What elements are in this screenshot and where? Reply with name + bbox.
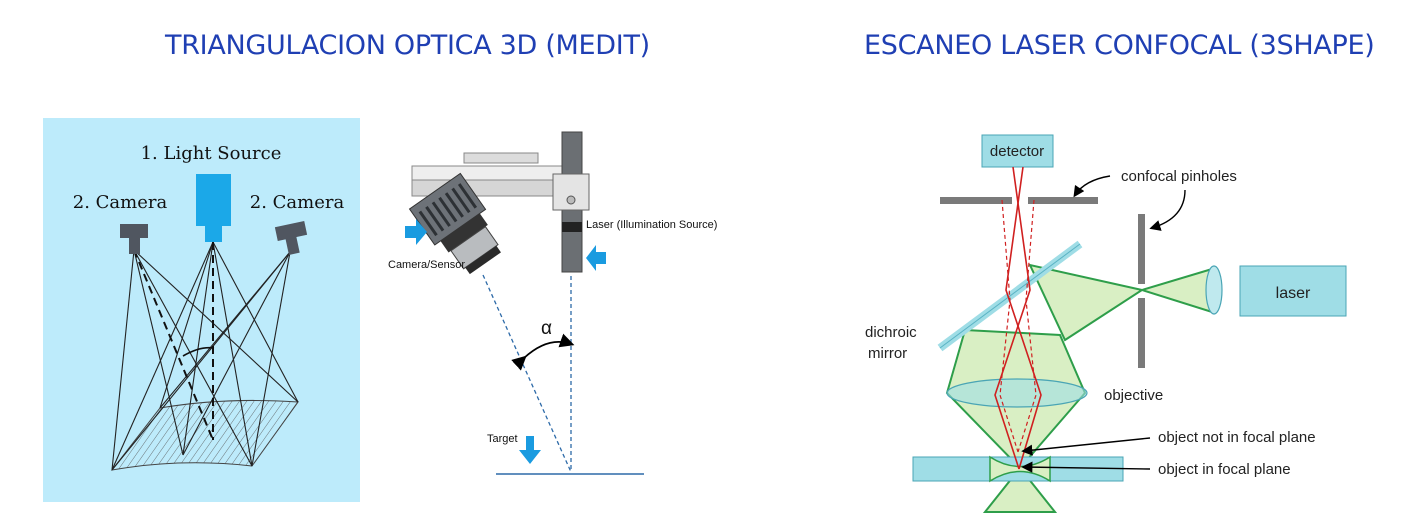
mounting-rail — [411, 152, 563, 197]
light-source-label: 1. Light Source — [141, 143, 282, 164]
camera-right-icon — [274, 221, 308, 255]
camera-arrow-icon — [405, 219, 427, 245]
laser-label: Laser (Illumination Source) — [586, 219, 717, 231]
pinholes-pointer — [1073, 175, 1111, 198]
triangulation-rays — [111, 241, 299, 471]
pinhole-vertical-top — [1138, 214, 1145, 284]
laser-arrow-icon — [586, 245, 606, 271]
sample-focus — [989, 455, 1051, 483]
dichroic-label-1: dichroic — [865, 324, 917, 341]
objective-label: objective — [1104, 387, 1163, 404]
camera-line-of-sight — [482, 274, 572, 473]
not-focal-label: object not in focal plane — [1158, 429, 1316, 446]
laser-box-label: laser — [1276, 285, 1311, 302]
laser-beam-cone-right — [1138, 267, 1213, 314]
triangulation-scene: 1. Light Source 2. Camera 2. Camera — [43, 118, 360, 502]
alpha-arc — [511, 333, 575, 371]
laser-device — [552, 131, 590, 273]
dichroic-mirror-edge — [939, 243, 1081, 349]
target-label: Target — [487, 433, 518, 445]
pinholes-pointer-2 — [1149, 189, 1186, 231]
pinhole-horizontal-right — [1028, 197, 1098, 204]
pinhole-horizontal-left — [940, 197, 1012, 204]
laser-beam-cone-left — [1028, 263, 1145, 342]
angle-arc — [182, 346, 215, 357]
camera-right-label: 2. Camera — [250, 192, 345, 213]
confocal-scene: laser detector confocal p — [865, 134, 1347, 513]
alpha-label: α — [541, 318, 552, 339]
title-confocal: ESCANEO LASER CONFOCAL (3SHAPE) — [864, 30, 1375, 61]
pinhole-vertical-bottom — [1138, 298, 1145, 368]
camera-sensor-label: Camera/Sensor — [388, 259, 465, 271]
dichroic-label-2: mirror — [868, 345, 907, 362]
not-focal-pointer — [1021, 437, 1151, 456]
exit-beam — [982, 466, 1058, 513]
title-triangulation: TRIANGULACION OPTICA 3D (MEDIT) — [165, 30, 650, 61]
out-of-focus-rays — [999, 199, 1037, 453]
target-arrow-icon — [519, 436, 541, 464]
camera-axis — [133, 249, 214, 441]
laser-triangulation-scene: α Laser (Illumination Source) Camera/Sen… — [388, 131, 717, 475]
detector-label: detector — [990, 143, 1044, 160]
reflected-rays — [994, 166, 1042, 470]
detector-box — [981, 134, 1054, 168]
laser-lens — [1205, 265, 1223, 315]
in-focal-label: object in focal plane — [1158, 461, 1291, 478]
objective-lens — [946, 378, 1088, 408]
camera-sensor-device — [408, 172, 501, 275]
light-source-icon — [196, 174, 231, 226]
in-focal-pointer — [1021, 461, 1151, 473]
pinholes-label: confocal pinholes — [1121, 168, 1237, 185]
laser-box — [1239, 265, 1347, 317]
camera-left-label: 2. Camera — [73, 192, 168, 213]
camera-left-icon — [120, 224, 148, 254]
